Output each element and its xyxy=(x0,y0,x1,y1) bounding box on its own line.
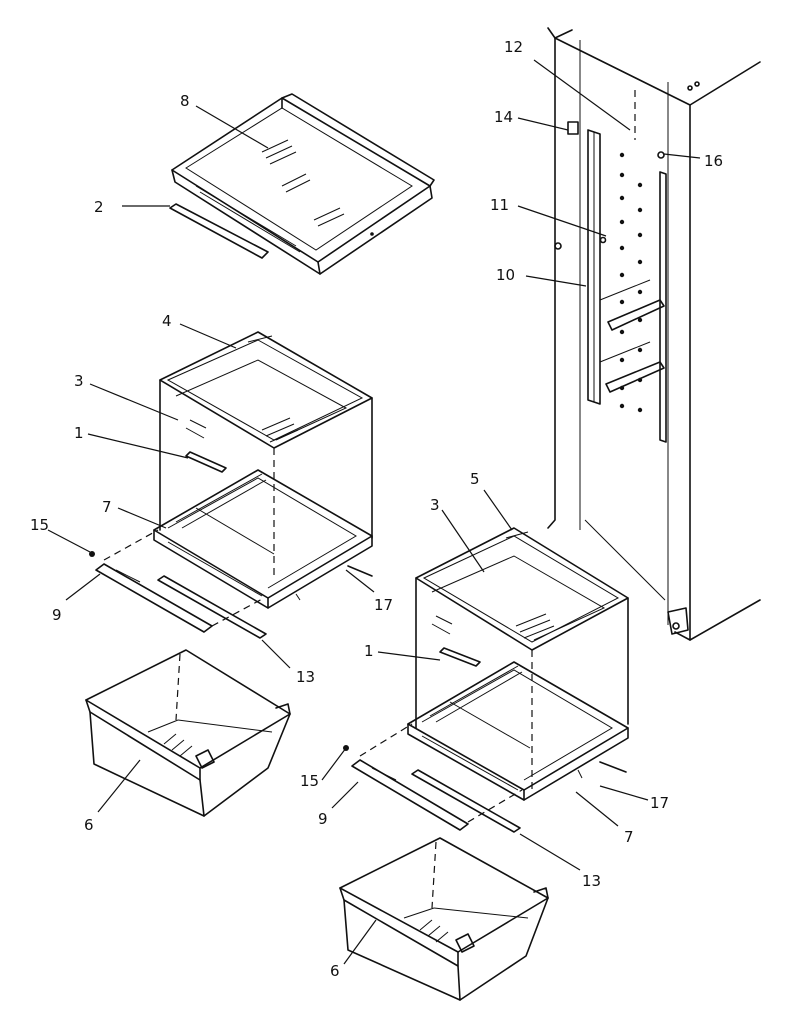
callout-17-right: 17 xyxy=(650,794,669,812)
callout-7-right: 7 xyxy=(624,828,634,846)
right-crisper-frame xyxy=(407,647,629,801)
callout-numbers: 12 14 16 11 10 8 2 4 3 1 7 15 9 17 13 6 … xyxy=(30,38,723,980)
callout-11: 11 xyxy=(490,196,509,214)
callout-1-right: 1 xyxy=(364,642,374,660)
left-crisper-cover-assembly xyxy=(159,331,373,580)
left-crisper-drawer xyxy=(85,649,291,817)
right-crisper-cover-assembly xyxy=(415,527,629,790)
callout-3-left: 3 xyxy=(74,372,84,390)
mounting-holes xyxy=(619,152,643,413)
callout-6-left: 6 xyxy=(84,816,94,834)
callout-4: 4 xyxy=(162,312,172,330)
callout-13-left: 13 xyxy=(296,668,315,686)
callout-8: 8 xyxy=(180,92,190,110)
right-crisper-drawer xyxy=(339,837,549,1001)
callout-5: 5 xyxy=(470,470,480,488)
callout-15-right: 15 xyxy=(300,772,319,790)
callout-16: 16 xyxy=(704,152,723,170)
screw-15-left xyxy=(89,551,95,557)
glass-shelf-assembly xyxy=(171,93,435,275)
callout-10: 10 xyxy=(496,266,515,284)
left-front-rails xyxy=(95,529,267,639)
right-front-rails xyxy=(351,723,523,833)
callout-13-right: 13 xyxy=(582,872,601,890)
callout-9-right: 9 xyxy=(318,810,328,828)
screw-15-right xyxy=(343,745,349,751)
cabinet-liner xyxy=(547,27,761,641)
callout-15-left: 15 xyxy=(30,516,49,534)
callout-1-left: 1 xyxy=(74,424,84,442)
callout-17-left: 17 xyxy=(374,596,393,614)
callout-12: 12 xyxy=(504,38,523,56)
callout-7-left: 7 xyxy=(102,498,112,516)
left-crisper-frame xyxy=(153,451,373,609)
callout-9-left: 9 xyxy=(52,606,62,624)
leader-lines xyxy=(47,59,701,965)
callout-3-right: 3 xyxy=(430,496,440,514)
callout-14: 14 xyxy=(494,108,513,126)
callout-6-right: 6 xyxy=(330,962,340,980)
shelf-trim-strip xyxy=(169,203,269,259)
callout-2: 2 xyxy=(94,198,104,216)
